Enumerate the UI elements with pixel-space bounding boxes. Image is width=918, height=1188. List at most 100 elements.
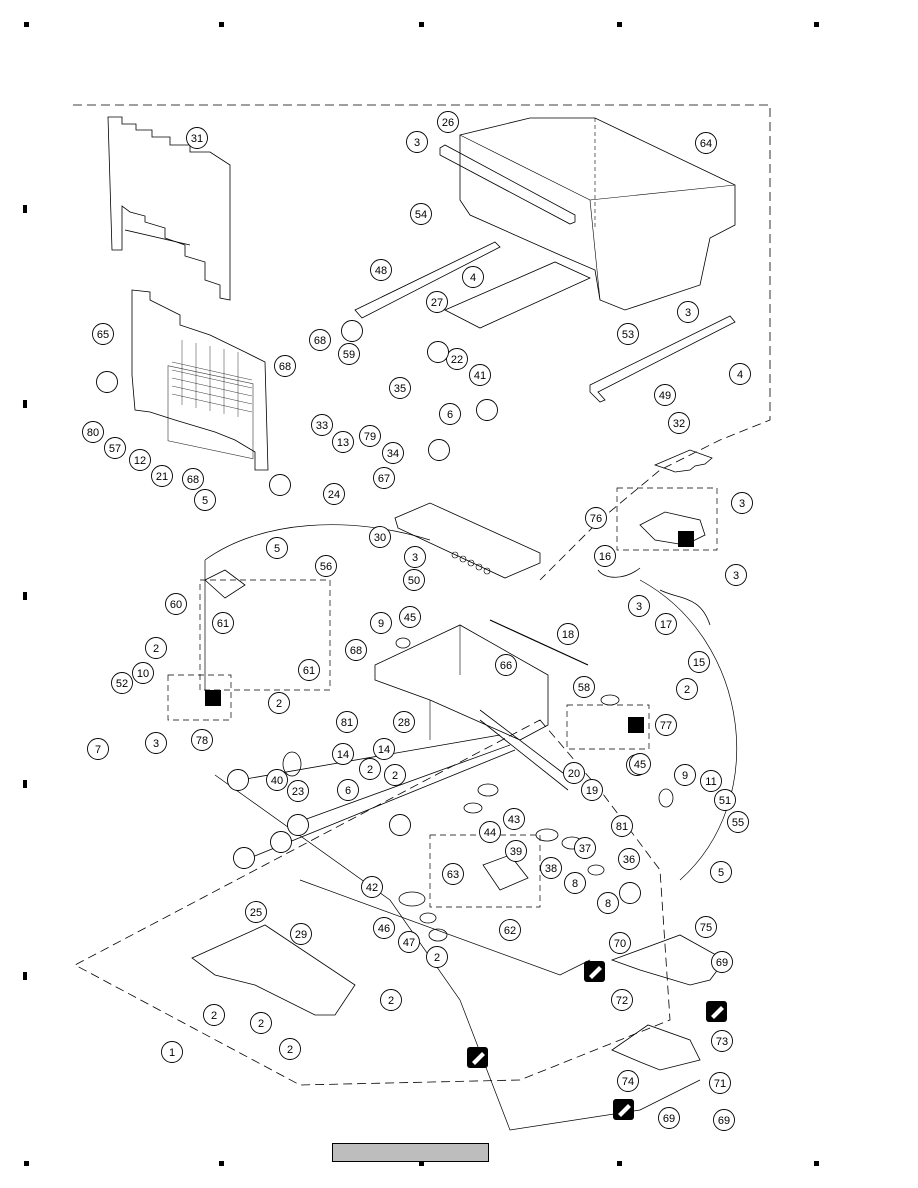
callout-circle-14 <box>373 738 395 760</box>
bar-26 <box>439 144 576 225</box>
callout-circle-62 <box>499 919 521 941</box>
callout-circle-2 <box>384 764 406 786</box>
callout-circle-80 <box>82 421 104 443</box>
callout-label-44: 44 <box>484 827 496 839</box>
callout-label-53: 53 <box>622 329 634 341</box>
callout-circle-39 <box>505 840 527 862</box>
callout-label-3: 3 <box>739 498 745 510</box>
callout-circle-3 <box>731 492 753 514</box>
callout-label-26: 26 <box>442 117 454 129</box>
reference-circle-2 <box>341 320 363 342</box>
callout-circle-2 <box>145 637 167 659</box>
callout-circle-70 <box>609 932 631 954</box>
callout-label-48: 48 <box>375 265 387 277</box>
callout-label-68: 68 <box>187 474 199 486</box>
front-frame-65 <box>131 289 269 471</box>
callout-label-13: 13 <box>337 437 349 449</box>
callout-label-54: 54 <box>415 209 427 221</box>
callout-circle-64 <box>695 132 717 154</box>
callout-circle-66 <box>495 654 517 676</box>
callout-label-67: 67 <box>378 473 390 485</box>
callout-label-29: 29 <box>295 929 307 941</box>
ref-mark-box-76 <box>678 531 694 547</box>
reference-circle-10 <box>270 831 292 853</box>
callout-label-3: 3 <box>636 601 642 613</box>
callout-circle-20 <box>563 762 585 784</box>
callout-circle-33 <box>311 414 333 436</box>
callout-circle-4 <box>462 266 484 288</box>
callout-circle-45 <box>629 753 651 775</box>
callout-label-17: 17 <box>660 619 672 631</box>
reference-circle-9 <box>389 814 411 836</box>
callout-circle-73 <box>711 1030 733 1052</box>
callout-label-11: 11 <box>705 776 716 788</box>
callout-label-31: 31 <box>191 133 203 145</box>
callout-circle-77 <box>655 714 677 736</box>
callout-circle-61 <box>298 659 320 681</box>
callout-label-3: 3 <box>153 738 159 750</box>
callout-circle-2 <box>250 1012 272 1034</box>
bracket-72 <box>610 934 726 986</box>
callout-circle-2 <box>268 692 290 714</box>
callout-circle-37 <box>574 837 596 859</box>
callout-circle-69 <box>658 1107 680 1129</box>
callout-label-19: 19 <box>586 785 598 797</box>
callout-circle-3 <box>628 595 650 617</box>
callout-circle-42 <box>361 876 383 898</box>
callout-label-66: 66 <box>500 660 512 672</box>
callout-circle-51 <box>714 789 736 811</box>
callout-circle-9 <box>370 612 392 634</box>
reference-circle-3 <box>427 341 449 363</box>
callout-label-4: 4 <box>470 272 476 284</box>
callout-label-2: 2 <box>258 1018 264 1030</box>
callout-circle-65 <box>92 323 114 345</box>
callout-circle-2 <box>676 678 698 700</box>
callout-circle-2 <box>203 1004 225 1026</box>
callout-label-64: 64 <box>700 138 712 150</box>
callout-label-68: 68 <box>279 361 291 373</box>
callout-label-3: 3 <box>685 307 691 319</box>
callout-label-5: 5 <box>202 495 208 507</box>
callout-label-56: 56 <box>320 561 332 573</box>
pencil-note-icon <box>467 1047 488 1068</box>
callout-label-3: 3 <box>412 552 418 564</box>
callout-label-62: 62 <box>504 925 516 937</box>
callout-circle-26 <box>437 111 459 133</box>
callout-circle-3 <box>725 564 747 586</box>
reference-circle-4 <box>476 399 498 421</box>
callout-label-2: 2 <box>392 770 398 782</box>
callout-label-58: 58 <box>578 682 590 694</box>
callout-label-38: 38 <box>545 863 557 875</box>
reference-circle-8 <box>287 814 309 836</box>
callout-circle-10 <box>132 662 154 684</box>
callout-label-55: 55 <box>732 817 744 829</box>
shield-plate-31 <box>107 116 231 301</box>
mechanism-base-66 <box>374 624 549 741</box>
callout-label-21: 21 <box>156 471 168 483</box>
pencil-note-icon <box>613 1099 634 1120</box>
callout-circle-18 <box>557 623 579 645</box>
callout-circle-72 <box>611 989 633 1011</box>
callout-circle-7 <box>87 738 109 760</box>
callout-circle-47 <box>398 931 420 953</box>
callout-label-71: 71 <box>714 1078 726 1090</box>
callout-circle-15 <box>688 651 710 673</box>
callout-label-5: 5 <box>718 867 724 879</box>
footer-bar <box>332 1143 489 1162</box>
callout-circle-31 <box>186 127 208 149</box>
callout-label-18: 18 <box>562 629 574 641</box>
callout-circle-4 <box>729 363 751 385</box>
callout-label-45: 45 <box>404 612 416 624</box>
callout-label-59: 59 <box>343 349 355 361</box>
callout-label-81: 81 <box>616 821 628 833</box>
callout-label-24: 24 <box>328 489 340 501</box>
callout-circle-41 <box>469 364 491 386</box>
callout-label-61: 61 <box>217 618 229 630</box>
callout-circle-54 <box>410 203 432 225</box>
callout-circle-69 <box>713 1109 735 1131</box>
reference-circle-5 <box>428 439 450 461</box>
callout-label-4: 4 <box>737 369 743 381</box>
callout-circle-21 <box>151 465 173 487</box>
sheet-27 <box>444 261 591 329</box>
callout-label-2: 2 <box>684 684 690 696</box>
